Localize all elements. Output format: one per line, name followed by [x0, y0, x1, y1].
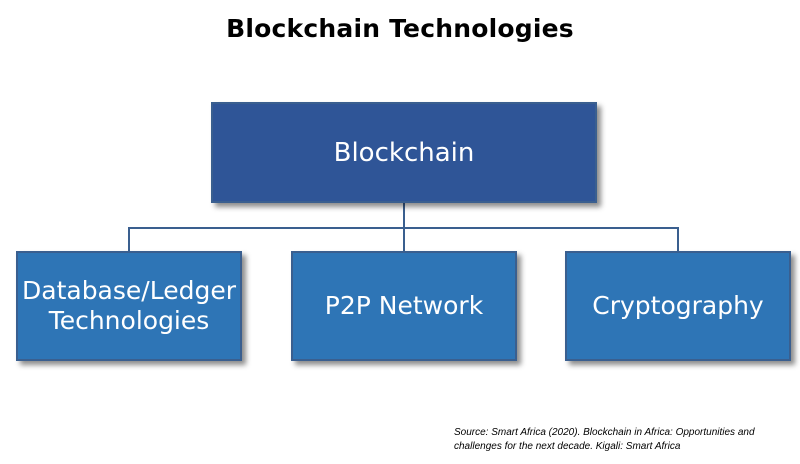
diagram-title: Blockchain Technologies [226, 14, 574, 43]
node-database-ledger-technologies-label: Database/Ledger Technologies [22, 275, 236, 336]
node-cryptography-label: Cryptography [592, 290, 764, 320]
node-blockchain: Blockchain [211, 102, 597, 203]
node-cryptography: Cryptography [565, 251, 791, 361]
node-p2p-network-label: P2P Network [324, 290, 484, 320]
node-p2p-network: P2P Network [291, 251, 517, 361]
node-database-ledger-technologies: Database/Ledger Technologies [16, 251, 242, 361]
source-citation: Source: Smart Africa (2020). Blockchain … [454, 427, 755, 452]
node-blockchain-label: Blockchain [333, 137, 475, 168]
